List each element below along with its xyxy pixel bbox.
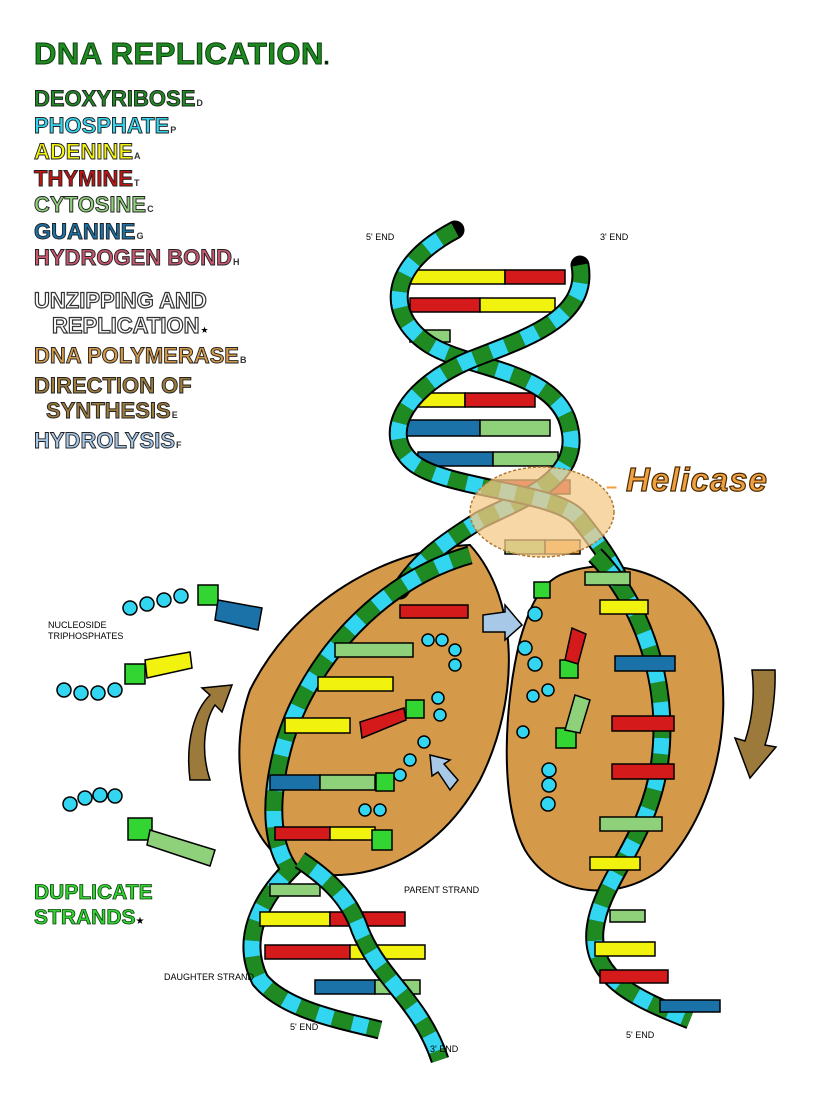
- nucleotides: [56, 581, 591, 867]
- duplicate-line-1: DUPLICATE: [34, 881, 153, 905]
- label-5-end-top: 5' END: [366, 232, 395, 242]
- label-daughter-strand: DAUGHTER STRAND: [164, 972, 255, 982]
- label-5-end-bottom-right: 5' END: [626, 1030, 655, 1040]
- process-legend: UNZIPPING AND REPLICATION★ DNA POLYMERAS…: [33, 287, 247, 458]
- legend-phosphate: PHOSPHATEP: [34, 112, 177, 138]
- label-3-end-top: 3' END: [600, 232, 629, 242]
- legend-synthesis: SYNTHESISE: [46, 398, 178, 424]
- helicase-dash: –: [606, 476, 618, 498]
- legend-hydrogen-bond: HYDROGEN BONDH: [34, 245, 240, 270]
- label-nucleoside: NUCLEOSIDE: [48, 620, 107, 630]
- legend-unzipping: UNZIPPING AND: [33, 287, 207, 313]
- label-5-end-bottom-left: 5' END: [290, 1022, 319, 1032]
- hydrolysis-arrow-1: [482, 602, 524, 642]
- label-parent-strand: PARENT STRAND: [404, 885, 480, 895]
- legend-deoxyribose: DEOXYRIBOSED: [34, 86, 203, 111]
- legend-guanine: GUANINEG: [34, 218, 144, 244]
- direction-arrow-right: [733, 669, 778, 780]
- legend-cytosine: CYTOSINEC: [34, 192, 154, 217]
- hydrolysis-arrow-2: [429, 754, 459, 792]
- direction-arrow-left: [187, 684, 234, 781]
- legend-direction: DIRECTION OF: [34, 373, 193, 399]
- page-title: DNA REPLICATION.: [34, 36, 330, 72]
- legend-replication: REPLICATION★: [51, 312, 209, 338]
- helicase-region: [469, 466, 615, 558]
- legend-thymine: THYMINET: [34, 165, 140, 191]
- legend-adenine: ADENINEA: [34, 139, 141, 164]
- left-base-pairs: [259, 604, 469, 995]
- legend-dna-polymerase: DNA POLYMERASEB: [34, 343, 247, 369]
- right-base-pairs: [584, 571, 721, 1013]
- helicase-label: Helicase: [625, 460, 768, 498]
- legend-hydrolysis: HYDROLYSISF: [34, 428, 182, 454]
- duplicate-line-2: STRANDS★: [34, 906, 145, 930]
- duplicate-strands: DUPLICATE STRANDS★: [34, 880, 153, 934]
- label-3-end-bottom-left: 3' END: [430, 1044, 459, 1054]
- label-triphosphates: TRIPHOSPHATES: [48, 631, 124, 641]
- legend: DEOXYRIBOSED PHOSPHATEP ADENINEA THYMINE…: [34, 86, 240, 274]
